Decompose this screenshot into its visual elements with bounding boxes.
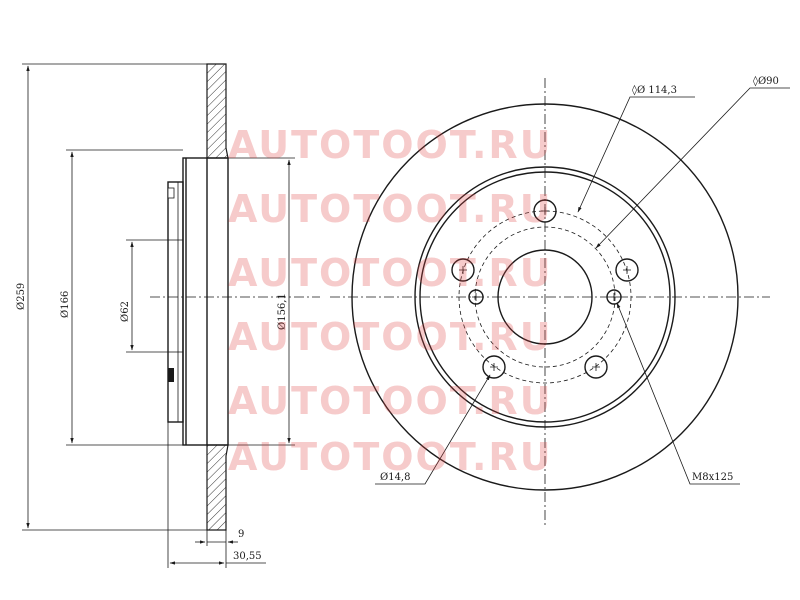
thread-hole — [468, 289, 484, 305]
watermark-text: AUTOTOOT.RU — [228, 435, 553, 479]
bolt-hole — [451, 258, 475, 282]
friction-ring-section-bottom — [206, 444, 229, 531]
dim-bolt-circle: ◊Ø 114,3 — [632, 84, 677, 96]
bolt-hole-centers — [459, 207, 631, 371]
dim-hat-diameter: Ø166 — [60, 291, 71, 318]
dim-bolt-hole: Ø14,8 — [380, 472, 410, 483]
dim-thickness: 9 — [238, 529, 244, 540]
outer-rim-circle — [351, 103, 739, 491]
stud-detail-top — [167, 187, 175, 199]
leader-bolt-hole — [375, 374, 491, 485]
bolt-hole — [584, 355, 608, 379]
braking-inner-circle — [414, 166, 676, 428]
thread-hole — [606, 289, 622, 305]
dim-outer-diameter: Ø259 — [16, 283, 27, 310]
friction-ring-section-top — [206, 63, 229, 159]
dim-thread: M8x125 — [692, 472, 733, 483]
dim-center-bore: Ø62 — [120, 301, 131, 322]
bolt-hole — [533, 199, 557, 223]
thread-hole-centers — [472, 293, 618, 301]
watermark-text: AUTOTOOT.RU — [228, 379, 553, 423]
leader-thread — [616, 302, 740, 485]
dim-total-height: 30,55 — [233, 551, 262, 562]
leader-pilot-circle — [595, 87, 790, 249]
side-section-view: Ø259 Ø166 Ø62 Ø156,1 9 — [16, 63, 320, 568]
watermark-text: AUTOTOOT.RU — [228, 251, 553, 295]
center-bore-circle — [497, 249, 593, 345]
bolt-holes — [451, 199, 639, 379]
front-view: ◊Ø 114,3 ◊Ø90 Ø14,8 M8x125 — [330, 75, 790, 525]
bolt-hole — [482, 355, 506, 379]
hat-section — [182, 157, 229, 446]
dim-braking-inner: Ø156,1 — [277, 293, 288, 330]
watermark-text: AUTOTOOT.RU — [228, 123, 553, 167]
bolt-hole — [615, 258, 639, 282]
hub-face — [167, 181, 184, 423]
dim-pilot-circle: ◊Ø90 — [753, 75, 779, 87]
thread-holes — [468, 289, 622, 305]
leader-bolt-circle — [577, 96, 695, 213]
bolt-pattern-circle — [458, 210, 632, 384]
hat-outer-circle — [419, 171, 671, 423]
watermark-text: AUTOTOOT.RU — [228, 315, 553, 359]
watermark: AUTOTOOT.RU AUTOTOOT.RU AUTOTOOT.RU AUTO… — [228, 123, 553, 479]
watermark-text: AUTOTOOT.RU — [228, 187, 553, 231]
stud-detail-bottom — [168, 368, 174, 382]
